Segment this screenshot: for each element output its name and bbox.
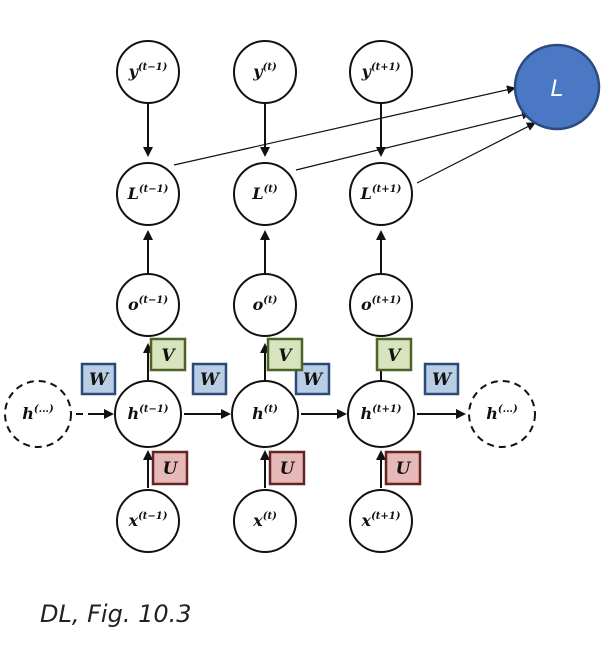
param-W-box-4: W — [423, 362, 460, 396]
svg-text:V: V — [161, 346, 176, 366]
svg-text:y(t): y(t) — [252, 62, 277, 81]
svg-text:W: W — [432, 370, 453, 390]
node-h-prev: h(t−1) — [114, 380, 182, 448]
node-o-cur: o(t) — [233, 273, 297, 337]
svg-text:x(t): x(t) — [252, 511, 277, 530]
node-x-prev: x(t−1) — [116, 489, 180, 553]
svg-text:U: U — [396, 459, 412, 479]
param-V-box-2: V — [266, 337, 304, 372]
svg-text:W: W — [89, 370, 110, 390]
edge-L-prev-to-L-total — [173, 85, 516, 166]
param-U-box-2: U — [268, 450, 306, 486]
node-y-prev: y(t−1) — [116, 40, 180, 104]
node-L-next: L(t+1) — [349, 162, 413, 226]
svg-text:L(t+1): L(t+1) — [360, 184, 402, 203]
svg-text:h(...): h(...) — [486, 404, 518, 423]
node-L-prev: L(t−1) — [116, 162, 180, 226]
param-U-box-3: U — [384, 450, 422, 486]
param-W-box-1: W — [80, 362, 117, 396]
svg-text:W: W — [303, 370, 324, 390]
svg-text:L(t−1): L(t−1) — [127, 184, 169, 203]
svg-text:W: W — [200, 370, 221, 390]
param-U-box-1: U — [151, 450, 189, 486]
node-h-next: h(t+1) — [347, 380, 415, 448]
param-V-box-1: V — [149, 337, 187, 372]
node-h-start: h(...) — [4, 380, 72, 448]
svg-text:o(t): o(t) — [253, 295, 278, 314]
rnn-unrolled-diagram: y(t−1) y(t) y(t+1) L(t−1) L(t) L(t+1) o(… — [4, 40, 601, 553]
svg-text:h(t+1): h(t+1) — [360, 404, 401, 423]
node-h-end: h(...) — [468, 380, 536, 448]
param-V-box-3: V — [375, 337, 413, 372]
svg-text:U: U — [280, 459, 296, 479]
node-x-next: x(t+1) — [349, 489, 413, 553]
svg-text:U: U — [163, 459, 179, 479]
svg-text:x(t+1): x(t+1) — [361, 511, 401, 530]
svg-text:V: V — [387, 346, 402, 366]
svg-text:h(t): h(t) — [252, 404, 278, 423]
svg-text:y(t−1): y(t−1) — [128, 62, 168, 81]
svg-text:h(...): h(...) — [22, 404, 54, 423]
figure-caption: DL, Fig. 10.3 — [40, 600, 192, 628]
param-W-box-2: W — [191, 362, 228, 396]
node-o-prev: o(t−1) — [116, 273, 180, 337]
svg-text:y(t+1): y(t+1) — [361, 62, 401, 81]
node-L-total: L — [513, 43, 601, 131]
node-h-cur: h(t) — [231, 380, 299, 448]
svg-text:x(t−1): x(t−1) — [128, 511, 168, 530]
node-L-cur: L(t) — [233, 162, 297, 226]
svg-text:L: L — [550, 75, 563, 102]
edge-L-next-to-L-total — [416, 122, 536, 184]
node-o-next: o(t+1) — [349, 273, 413, 337]
svg-text:h(t−1): h(t−1) — [127, 404, 168, 423]
node-y-next: y(t+1) — [349, 40, 413, 104]
svg-text:o(t+1): o(t+1) — [361, 295, 401, 314]
edge-L-cur-to-L-total — [295, 110, 531, 171]
svg-text:V: V — [278, 346, 293, 366]
node-y-cur: y(t) — [233, 40, 297, 104]
svg-text:L(t): L(t) — [251, 184, 278, 203]
node-x-cur: x(t) — [233, 489, 297, 553]
svg-text:o(t−1): o(t−1) — [128, 295, 168, 314]
